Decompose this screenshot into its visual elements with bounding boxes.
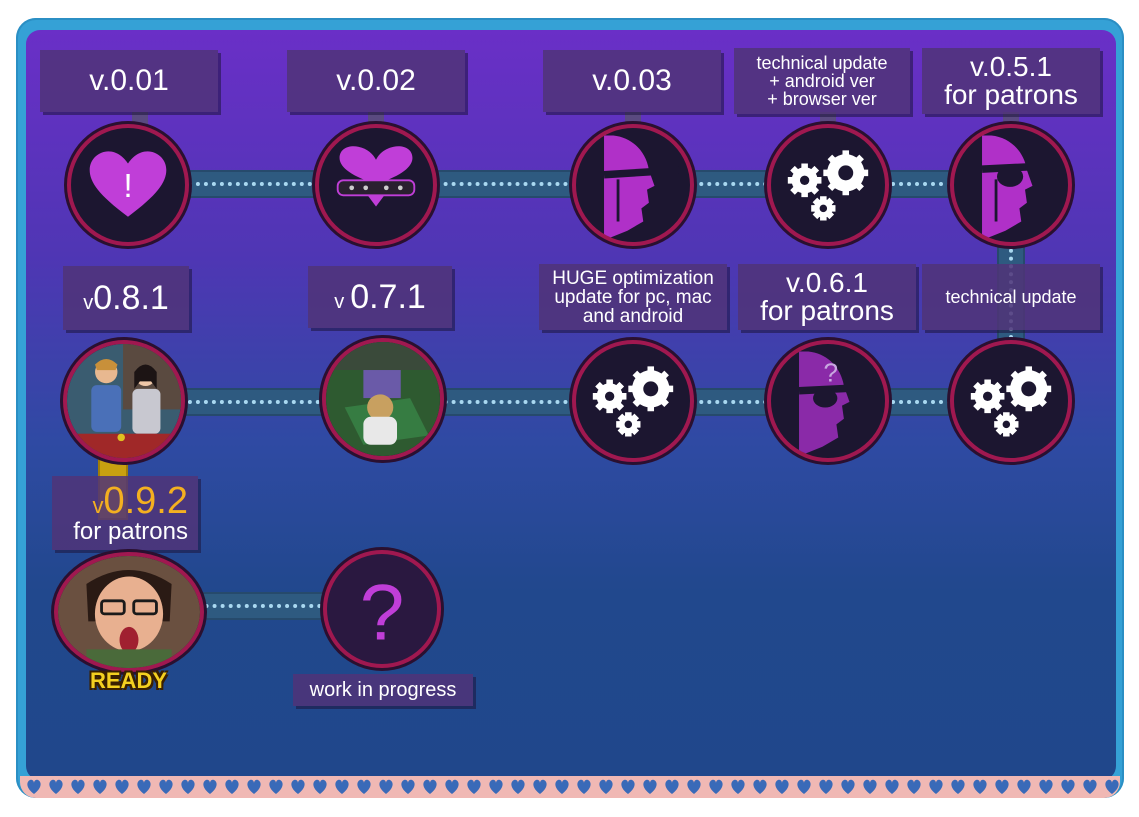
- node-v001: !: [67, 124, 189, 246]
- node-wip: ?: [323, 550, 441, 668]
- eyepatch-silhouette-icon: [981, 135, 1059, 241]
- label-tech1: technical update + android ver + browser…: [734, 48, 910, 114]
- node-v092: [54, 552, 204, 672]
- svg-text:?: ?: [824, 357, 839, 387]
- question-mark-icon: ?: [360, 567, 405, 657]
- node-v051: [950, 124, 1072, 246]
- blindfold-silhouette-icon: [603, 135, 680, 241]
- node-tech1: [767, 124, 889, 246]
- svg-text:?: ?: [360, 567, 405, 657]
- label-wip: work in progress: [293, 674, 473, 706]
- character-topdown-icon: [326, 342, 440, 456]
- label-v001: v.0.01: [40, 50, 218, 112]
- gears-icon: [787, 150, 869, 221]
- woman-glasses-icon: [58, 556, 200, 668]
- ready-badge: READY: [90, 668, 168, 693]
- gears-icon: [592, 366, 674, 437]
- node-v081: [63, 340, 185, 462]
- label-v002: v.0.02: [287, 50, 465, 112]
- node-tech2: [950, 340, 1072, 462]
- hearts-border: [20, 776, 1120, 798]
- node-v002: [315, 124, 437, 246]
- svg-text:!: !: [123, 168, 132, 205]
- label-v051: v.0.5.1 for patrons: [922, 48, 1100, 114]
- label-huge: HUGE optimization update for pc, mac and…: [539, 264, 727, 330]
- node-v003: [572, 124, 694, 246]
- node-v071: [322, 338, 444, 460]
- question-silhouette-icon: ?: [798, 351, 876, 457]
- heart-collar-icon: [336, 146, 416, 207]
- node-huge: [572, 340, 694, 462]
- label-v003: v.0.03: [543, 50, 721, 112]
- node-v061: ?: [767, 340, 889, 462]
- label-tech2: technical update: [922, 264, 1100, 330]
- gears-icon: [970, 366, 1052, 437]
- heart-row-icon: [27, 779, 1119, 794]
- two-characters-icon: [67, 344, 181, 458]
- label-v061: v.0.6.1 for patrons: [738, 264, 916, 330]
- heart-exclamation-icon: !: [89, 151, 167, 217]
